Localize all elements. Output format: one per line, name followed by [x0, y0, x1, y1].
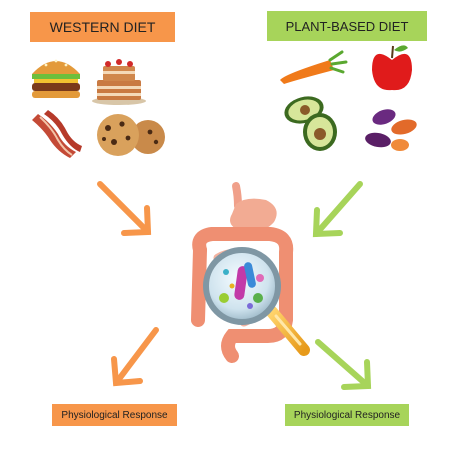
- physiological-response-right: Physiological Response: [285, 404, 409, 426]
- plant-based-diet-label: PLANT-BASED DIET: [267, 11, 427, 41]
- burger-icon: [32, 59, 80, 98]
- physiological-response-right-text: Physiological Response: [293, 409, 401, 421]
- arrow-gut-to-left-response: [111, 327, 159, 387]
- microbiome-icon: [219, 262, 264, 309]
- avocado-icon: [284, 96, 337, 151]
- western-diet-label: WESTERN DIET: [30, 12, 175, 42]
- arrow-gut-to-right-response: [315, 339, 372, 390]
- plant-based-diet-text: PLANT-BASED DIET: [285, 18, 409, 34]
- cookies-icon: [97, 114, 165, 156]
- apple-icon: [372, 45, 412, 91]
- carrot-icon: [280, 50, 348, 84]
- physiological-response-left: Physiological Response: [52, 404, 177, 426]
- arrow-western-to-gut: [97, 181, 152, 236]
- arrow-plant-to-gut: [312, 181, 363, 238]
- western-diet-text: WESTERN DIET: [49, 19, 156, 35]
- beans-icon: [365, 109, 417, 151]
- cake-icon: [92, 59, 146, 105]
- physiological-response-left-text: Physiological Response: [61, 409, 168, 421]
- bacon-icon: [32, 110, 82, 158]
